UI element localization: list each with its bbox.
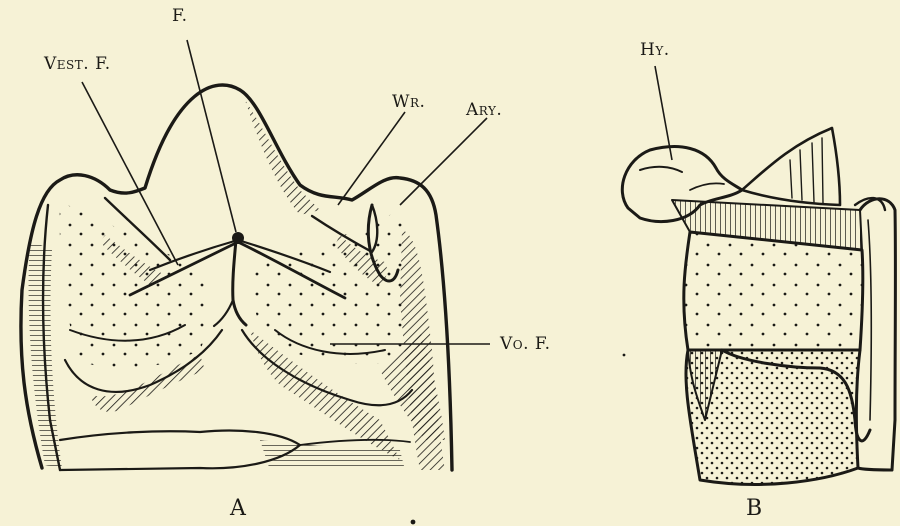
- print-speck: [411, 520, 416, 525]
- label-wr: Wr.: [392, 94, 425, 111]
- label-f: F.: [172, 8, 188, 25]
- label-vest-f: Vest. F.: [44, 56, 111, 73]
- leader-wr: [338, 112, 405, 205]
- leader-ary: [400, 118, 487, 205]
- panel-a-drawing: [21, 85, 452, 470]
- label-vo-f: Vo. F.: [500, 336, 550, 353]
- label-ary: Ary.: [466, 102, 502, 119]
- print-speck-small: [623, 354, 626, 357]
- caption-panel-a: A: [230, 498, 246, 520]
- leader-f: [187, 40, 236, 232]
- panel-b-drawing: [622, 128, 895, 484]
- label-hy: Hy.: [640, 42, 670, 59]
- caption-panel-b: B: [746, 498, 763, 520]
